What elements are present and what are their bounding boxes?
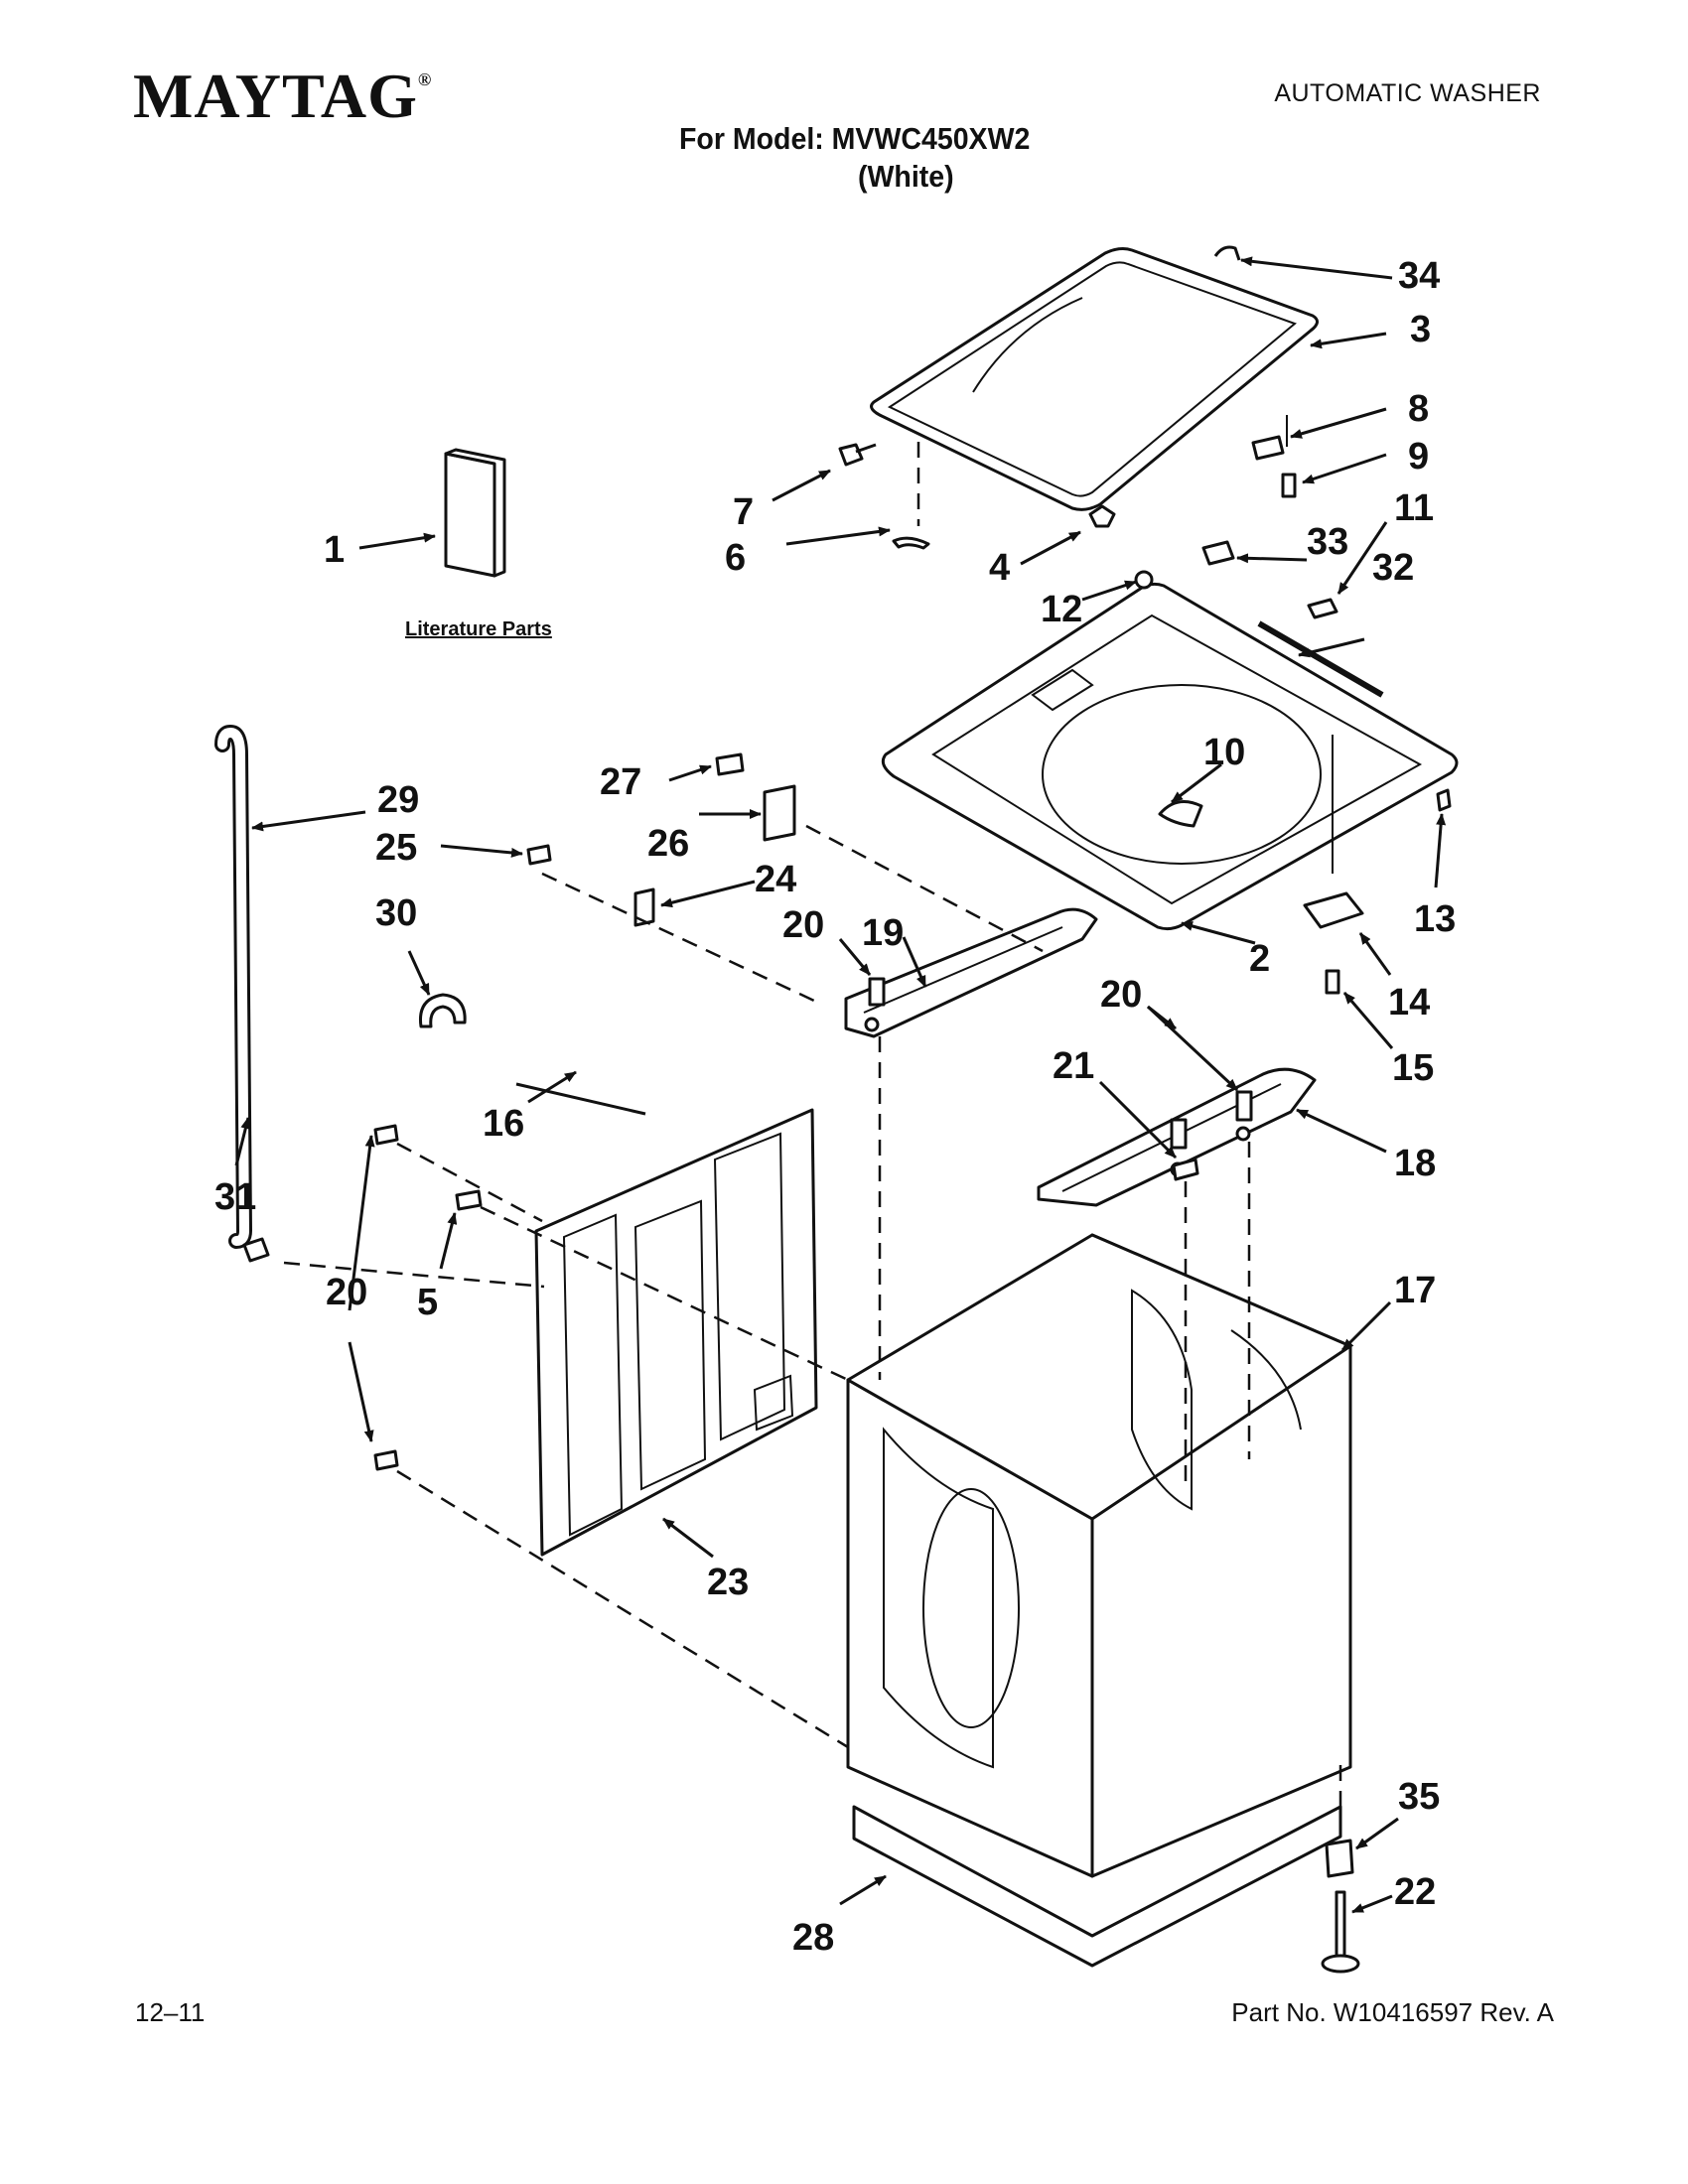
callout-20-left: 20: [326, 1272, 367, 1313]
screw-27: [715, 752, 745, 776]
guide-line-f: [396, 1469, 849, 1749]
clamp-31: [242, 1237, 270, 1263]
callout-32: 32: [1372, 547, 1414, 589]
callout-24: 24: [755, 859, 796, 900]
callout-31: 31: [214, 1176, 256, 1218]
literature-booklet: [444, 448, 506, 578]
registered-mark: ®: [417, 69, 433, 89]
screw-20-center: [868, 977, 886, 1007]
spring-32: [1257, 620, 1384, 698]
callout-2: 2: [1249, 938, 1270, 980]
screw-5: [455, 1189, 483, 1211]
screw-25: [526, 844, 552, 866]
grommet-12: [1134, 570, 1154, 590]
lid-clip-34: [1213, 245, 1241, 261]
clip-21: [1172, 1158, 1199, 1181]
color-line: (White): [858, 159, 954, 194]
bracket-26: [763, 784, 796, 842]
part-number: Part No. W10416597 Rev. A: [1231, 1997, 1554, 2027]
hose-form-30: [418, 993, 467, 1028]
cable-tie-16: [515, 1082, 646, 1116]
hinge-clip-6: [892, 536, 930, 550]
model-line: For Model: MVWC450XW2: [679, 121, 1031, 156]
callout-16: 16: [483, 1103, 524, 1145]
revision-date: 12–11: [135, 1997, 206, 2027]
callout-3: 3: [1410, 309, 1431, 350]
rear-panel: [534, 1108, 818, 1557]
callout-35: 35: [1398, 1776, 1440, 1818]
bracket-24: [633, 887, 655, 927]
base-panel: [852, 1805, 1342, 1968]
cabinet: [846, 1233, 1352, 1878]
callout-7: 7: [733, 491, 754, 533]
callout-6: 6: [725, 537, 746, 579]
literature-parts-label: Literature Parts: [405, 618, 552, 640]
bumper-4: [1088, 504, 1116, 528]
clip-13: [1436, 788, 1452, 812]
switch-14: [1303, 891, 1364, 929]
guide-line-d: [396, 1142, 543, 1223]
bracket-19: [844, 907, 1098, 1038]
callout-34: 34: [1398, 255, 1440, 297]
callout-28: 28: [792, 1917, 834, 1959]
callout-18: 18: [1394, 1143, 1436, 1184]
top-panel: [881, 582, 1459, 931]
screw-20-right-a: [1170, 1118, 1188, 1150]
callout-11: 11: [1394, 487, 1434, 529]
document-type: AUTOMATIC WASHER: [1274, 79, 1541, 107]
callout-17: 17: [1394, 1270, 1436, 1311]
hinge-screw-7: [838, 443, 877, 467]
leveling-leg-22: [1321, 1890, 1360, 1974]
leader-arrows: [234, 256, 1447, 1914]
callout-14: 14: [1388, 982, 1430, 1024]
brand-logo: MAYTAG®: [133, 60, 432, 133]
brand-name: MAYTAG: [133, 61, 418, 131]
foot-sleeve-35: [1325, 1839, 1354, 1878]
callout-29: 29: [377, 779, 419, 821]
screw-20-lower: [373, 1449, 399, 1471]
callout-10: 10: [1203, 732, 1245, 773]
guide-line-e: [480, 1205, 849, 1382]
callout-33: 33: [1307, 521, 1348, 563]
screw-15: [1325, 969, 1340, 995]
callout-20-center: 20: [782, 904, 824, 946]
callout-9: 9: [1408, 436, 1429, 478]
callout-22: 22: [1394, 1871, 1436, 1913]
callout-23: 23: [707, 1562, 749, 1603]
callout-4: 4: [989, 547, 1010, 589]
screw-20-upper: [373, 1124, 399, 1146]
callout-15: 15: [1392, 1047, 1434, 1089]
callout-20-right: 20: [1100, 974, 1142, 1016]
callout-26: 26: [647, 823, 689, 865]
callout-8: 8: [1408, 388, 1429, 430]
drain-hose: [214, 724, 253, 1249]
callout-13: 13: [1414, 898, 1456, 940]
screw-9: [1281, 473, 1297, 498]
callout-1: 1: [324, 529, 345, 571]
callout-5: 5: [417, 1282, 438, 1323]
lid-switch-8: [1251, 415, 1288, 461]
screw-20-right-b: [1235, 1090, 1253, 1122]
latch-11: [1307, 598, 1338, 619]
washer-lid: [870, 247, 1319, 511]
callout-12: 12: [1041, 589, 1082, 630]
callout-30: 30: [375, 892, 417, 934]
callout-19: 19: [862, 912, 904, 954]
clip-33: [1201, 540, 1235, 566]
callout-27: 27: [600, 761, 641, 803]
guide-line-c: [283, 1261, 545, 1289]
callout-21: 21: [1053, 1045, 1094, 1087]
callout-25: 25: [375, 827, 417, 869]
guide-line-b: [805, 824, 1044, 953]
